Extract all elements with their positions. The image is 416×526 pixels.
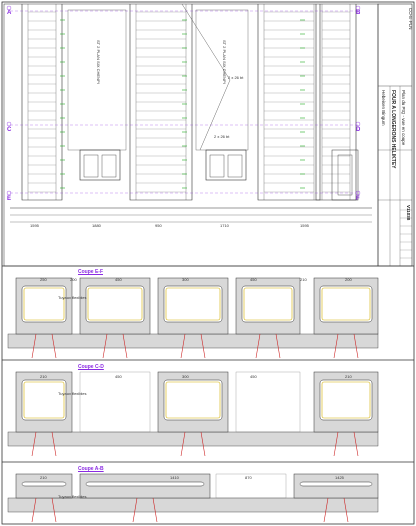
sec-ab-dim-2: 1410 [170, 475, 179, 480]
tag-1: 2 x 26 bt [228, 75, 244, 80]
title-project: FOUR A LONGERONS HELIKTEY [390, 90, 396, 169]
column-label-1: ST 2 PLAN SIX CHENPI [96, 40, 101, 84]
axis-label-e: E [7, 196, 12, 202]
plan-dim-4: 1710 [220, 223, 229, 228]
column-label-2: ST 2 PLAN SIX CHENPI [222, 40, 227, 84]
sec-cd-label: Tuyaux flexibles [58, 391, 87, 396]
plan-dim-5: 1595 [300, 223, 309, 228]
sec-cd-dim-2: 450 [115, 374, 122, 379]
plan-column-4 [315, 4, 357, 201]
sec-ef-dim-7: 200 [345, 277, 352, 282]
plan-columns [21, 4, 357, 201]
plan-column-2 [129, 4, 193, 201]
plan-column-1 [21, 4, 63, 201]
tag-2: 2 x 26 bt [214, 134, 230, 139]
plan-column-3 [257, 4, 321, 201]
cross-sections [7, 277, 379, 523]
title-company: Hebeisen Bingum [381, 90, 386, 126]
sec-ab-label: Tuyaux flexibles [58, 494, 87, 499]
sec-ab-dim-1: 210 [40, 475, 47, 480]
sec-ef-dim-1: 250 [40, 277, 47, 282]
axis-label-d: D [356, 127, 361, 133]
sec-ab-dim-4: 1425 [335, 475, 344, 480]
sec-ef-dim-4: 300 [182, 277, 189, 282]
sec-cd-dim-5: 210 [345, 374, 352, 379]
title-sheet-code: CO-E-PLN [408, 8, 413, 30]
sec-ef-label: Tuyaux flexibles [58, 295, 87, 300]
plan-dim-2: 1880 [92, 223, 101, 228]
section-title-ef: Coupe E-F [78, 269, 103, 275]
axis-label-f: F [356, 196, 360, 202]
plan-dim-1: 1595 [30, 223, 39, 228]
title-drawing: Plan du PtQ - vue en coupe [401, 90, 406, 146]
sec-ef-dim-3: 450 [115, 277, 122, 282]
axis-label-a: A [7, 10, 12, 16]
axis-label-b: B [356, 10, 361, 16]
sec-cd-dim-3: 300 [182, 374, 189, 379]
title-number: V11038 [406, 205, 411, 221]
axis-label-c: C [7, 127, 12, 133]
section-title-ab: Coupe A-B [78, 466, 104, 472]
sec-ef-dim-2: 200 [70, 277, 77, 282]
plan-dim-3: 950 [155, 223, 162, 228]
sec-ef-dim-5: 450 [250, 277, 257, 282]
sec-ef-dim-6: 210 [300, 277, 307, 282]
section-title-cd: Coupe C-D [78, 364, 104, 370]
sec-cd-dim-1: 210 [40, 374, 47, 379]
sec-ab-dim-3: 870 [245, 475, 252, 480]
sec-cd-dim-4: 450 [250, 374, 257, 379]
